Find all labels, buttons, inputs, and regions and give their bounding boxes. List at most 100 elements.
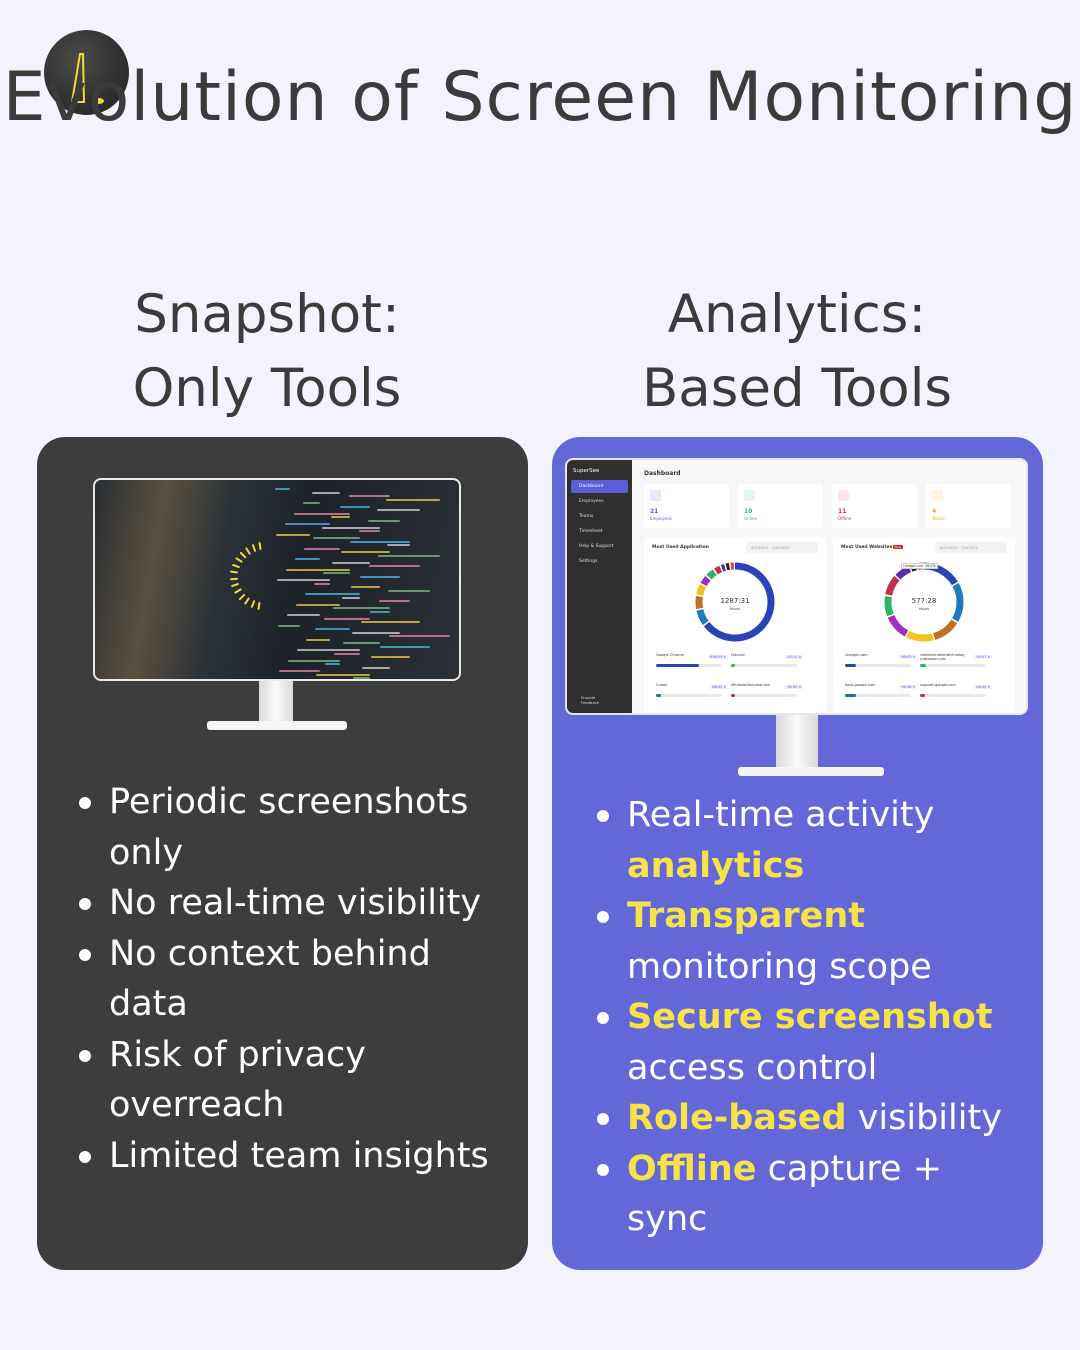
code-line — [380, 645, 430, 648]
usage-bar-fill — [731, 664, 735, 667]
donut-segment[interactable] — [884, 562, 964, 642]
monitor-stand — [259, 681, 293, 723]
code-line — [361, 621, 420, 623]
highlight-ray — [231, 563, 240, 569]
usage-value: 838:59 h — [707, 655, 728, 659]
code-line — [369, 565, 420, 567]
highlight-ray — [238, 593, 246, 600]
bullet-text: access control — [627, 1047, 878, 1088]
donut-segment[interactable] — [695, 562, 775, 642]
code-line — [342, 596, 360, 599]
usage-bar — [920, 664, 986, 667]
code-line — [370, 610, 390, 613]
date-range-picker[interactable]: 6/1/2025 - 7/4/2025 — [935, 542, 1007, 553]
usage-bar-fill — [920, 664, 926, 667]
bullet-item: Periodic screenshots only — [79, 777, 519, 878]
donut-total: 577:28 — [911, 597, 937, 605]
usage-name: Cursor — [656, 683, 668, 687]
new-badge: New — [893, 545, 903, 549]
usage-bar-fill — [656, 694, 661, 697]
code-line — [333, 607, 390, 609]
code-line — [313, 537, 360, 539]
code-line — [314, 582, 330, 585]
code-line — [379, 600, 410, 602]
usage-value: 40:31 h — [785, 655, 803, 659]
donut-unit: Hours — [918, 607, 930, 611]
nav-item-settings[interactable]: Settings — [579, 559, 598, 564]
nav-item-dashboard[interactable]: Dashboard — [571, 480, 628, 493]
usage-bar-fill — [845, 694, 857, 697]
bullet-item: Real-time activity analytics — [597, 790, 1027, 891]
code-line — [352, 631, 400, 634]
date-range-picker[interactable]: 6/1/2025 - 7/4/2025 — [746, 542, 818, 553]
left-heading: Snapshot: Only Tools — [7, 278, 527, 426]
code-line — [353, 677, 370, 679]
bullet-item: Offline capture + sync — [597, 1144, 1027, 1245]
usage-value: 88:22 h — [710, 685, 728, 689]
dashboard-brand: SuperSee — [573, 468, 600, 474]
code-line — [315, 628, 350, 630]
stat-icon — [838, 490, 849, 501]
code-screen-image — [93, 478, 461, 681]
left-heading-line1: Snapshot: — [134, 284, 400, 345]
code-line — [359, 530, 380, 532]
stat-value: 4 — [932, 508, 937, 515]
usage-value: 98:46 h — [899, 685, 917, 689]
code-line — [325, 663, 340, 665]
dashboard-title: Dashboard — [644, 470, 681, 477]
stat-icon — [744, 490, 755, 501]
usage-name: WindowsTerminal.exe — [731, 683, 770, 687]
nav-item-employees[interactable]: Employees — [579, 499, 604, 504]
code-line — [340, 505, 370, 508]
nav-item-help-support[interactable]: Help & Support — [579, 544, 614, 549]
code-line — [368, 519, 400, 522]
bullet-item: Risk of privacy overreach — [79, 1030, 519, 1131]
bullet-item: Transparent monitoring scope — [597, 891, 1027, 992]
code-line — [278, 624, 300, 627]
code-line — [279, 670, 320, 672]
usage-bar — [845, 694, 911, 697]
code-line — [388, 589, 430, 592]
code-line — [322, 526, 380, 529]
code-line — [331, 516, 350, 518]
highlight-ray — [244, 546, 251, 555]
highlight-ray — [258, 542, 262, 551]
stat-label: Employees — [650, 516, 672, 521]
usage-bar — [656, 694, 722, 697]
code-line — [295, 558, 320, 560]
usage-name: support.google.com — [920, 683, 956, 687]
code-line — [349, 495, 390, 497]
code-line — [288, 659, 340, 662]
stat-value: 10 — [744, 508, 753, 515]
usage-bar-fill — [731, 694, 735, 697]
code-line — [386, 498, 440, 501]
code-line — [294, 512, 350, 515]
donut-segment[interactable] — [884, 562, 964, 642]
usage-bar-fill — [656, 664, 699, 667]
right-heading-line1: Analytics: — [667, 284, 927, 345]
usage-bar — [731, 694, 797, 697]
nav-item-teams[interactable]: Teams — [579, 514, 594, 519]
donut-segment[interactable] — [695, 562, 775, 642]
nav-item-timesheet[interactable]: Timesheet — [579, 529, 603, 534]
code-line — [275, 488, 290, 490]
highlight-ray — [257, 601, 261, 610]
donut-segment[interactable] — [884, 562, 964, 642]
highlight-ray — [234, 588, 243, 595]
monitor-base — [738, 767, 884, 776]
code-line — [332, 561, 370, 564]
highlight-text: Secure screenshot — [627, 997, 993, 1037]
code-line — [312, 491, 340, 494]
code-line — [305, 593, 360, 595]
left-heading-line2: Only Tools — [132, 358, 402, 419]
code-line — [387, 544, 410, 546]
provide-feedback-link[interactable]: Provide Feedback — [581, 695, 600, 705]
